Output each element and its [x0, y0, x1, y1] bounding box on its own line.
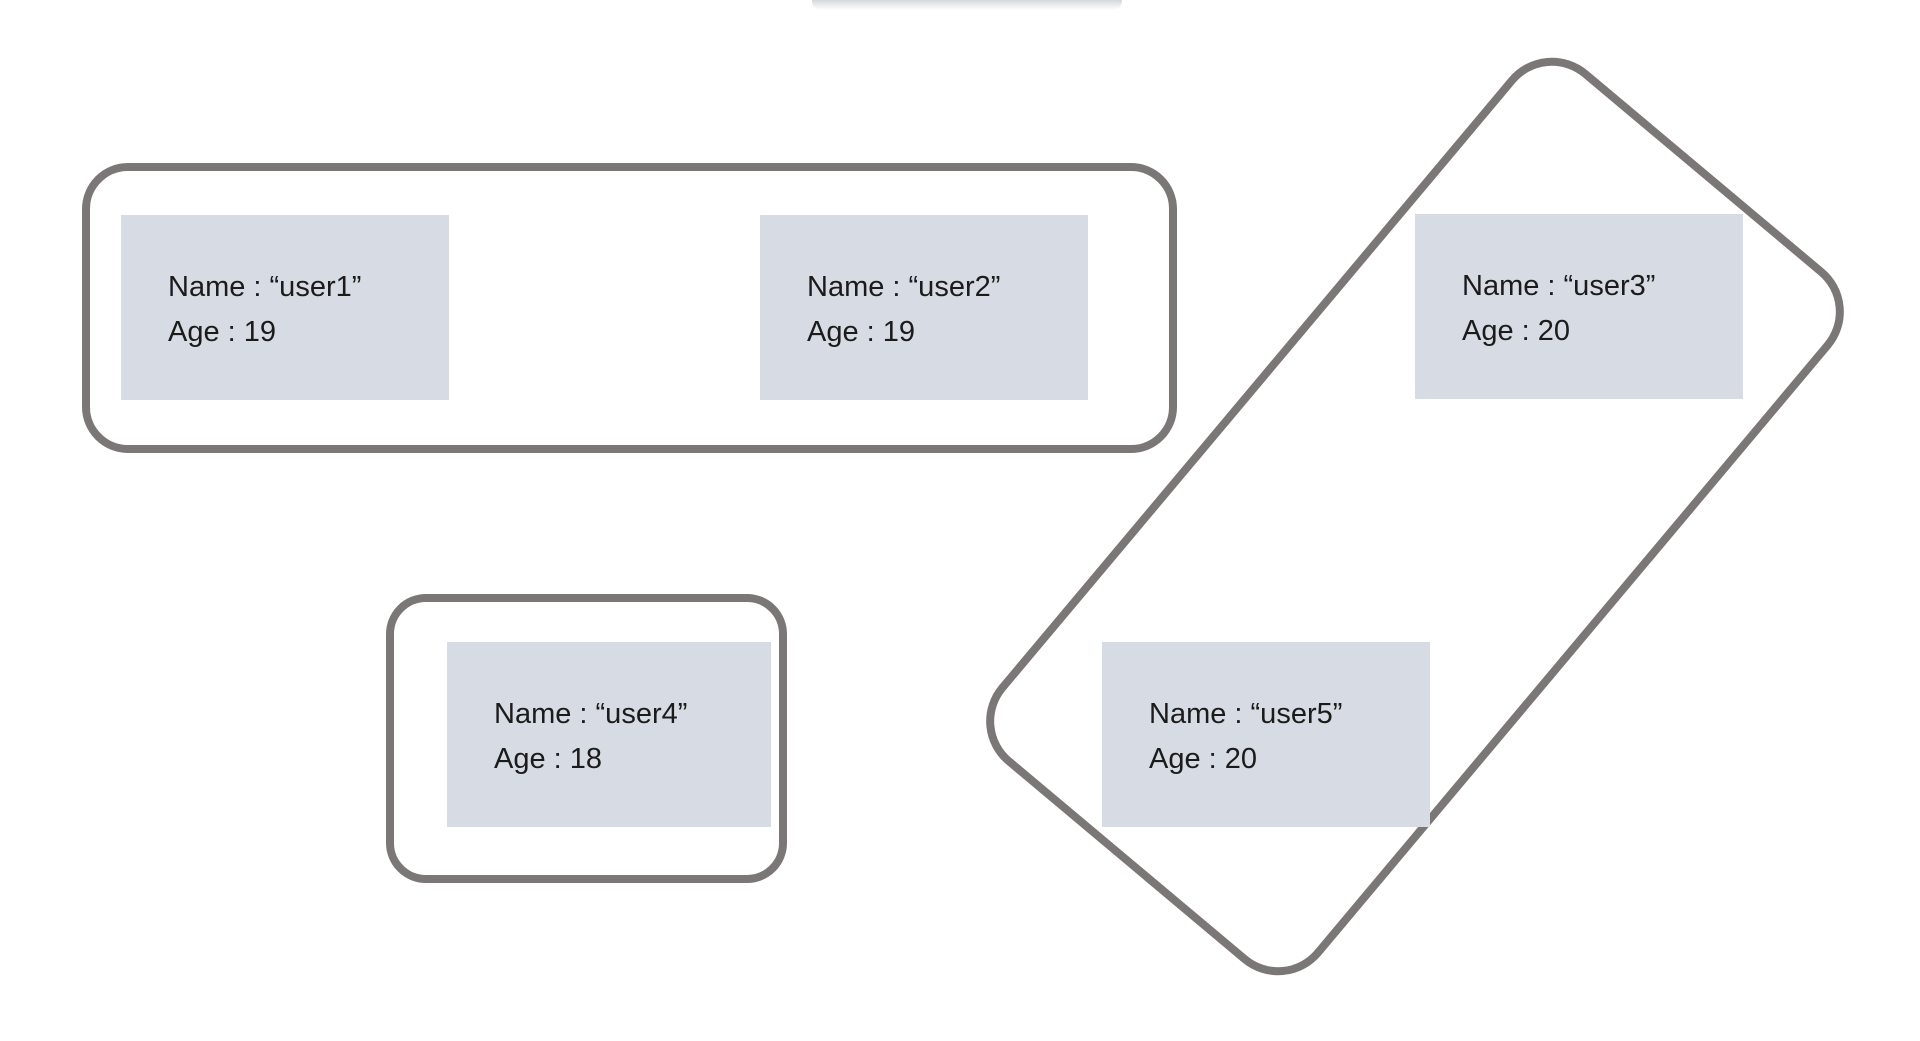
document-age-text: Age : 18 — [494, 743, 603, 775]
document-name-text: Name : “user5” — [1149, 698, 1343, 730]
collection-boundary-1 — [82, 163, 1177, 453]
document-name-text: Name : “user3” — [1462, 270, 1656, 302]
document-card-user1: Name : “user1” Age : 19 — [121, 215, 449, 400]
document-name-text: Name : “user1” — [168, 271, 362, 303]
document-card-user4: Name : “user4” Age : 18 — [447, 642, 771, 827]
document-age-text: Age : 20 — [1149, 743, 1258, 775]
collection-boundary-2 — [386, 594, 787, 883]
document-age-text: Age : 19 — [807, 316, 916, 348]
document-name-text: Name : “user2” — [807, 271, 1001, 303]
document-card-user5: Name : “user5” Age : 20 — [1102, 642, 1430, 827]
document-age-text: Age : 20 — [1462, 315, 1571, 347]
document-name-text: Name : “user4” — [494, 698, 688, 730]
cropped-shape-remnant — [812, 0, 1122, 10]
document-age-text: Age : 19 — [168, 316, 277, 348]
document-card-user2: Name : “user2” Age : 19 — [760, 215, 1088, 400]
document-card-user3: Name : “user3” Age : 20 — [1415, 214, 1743, 399]
